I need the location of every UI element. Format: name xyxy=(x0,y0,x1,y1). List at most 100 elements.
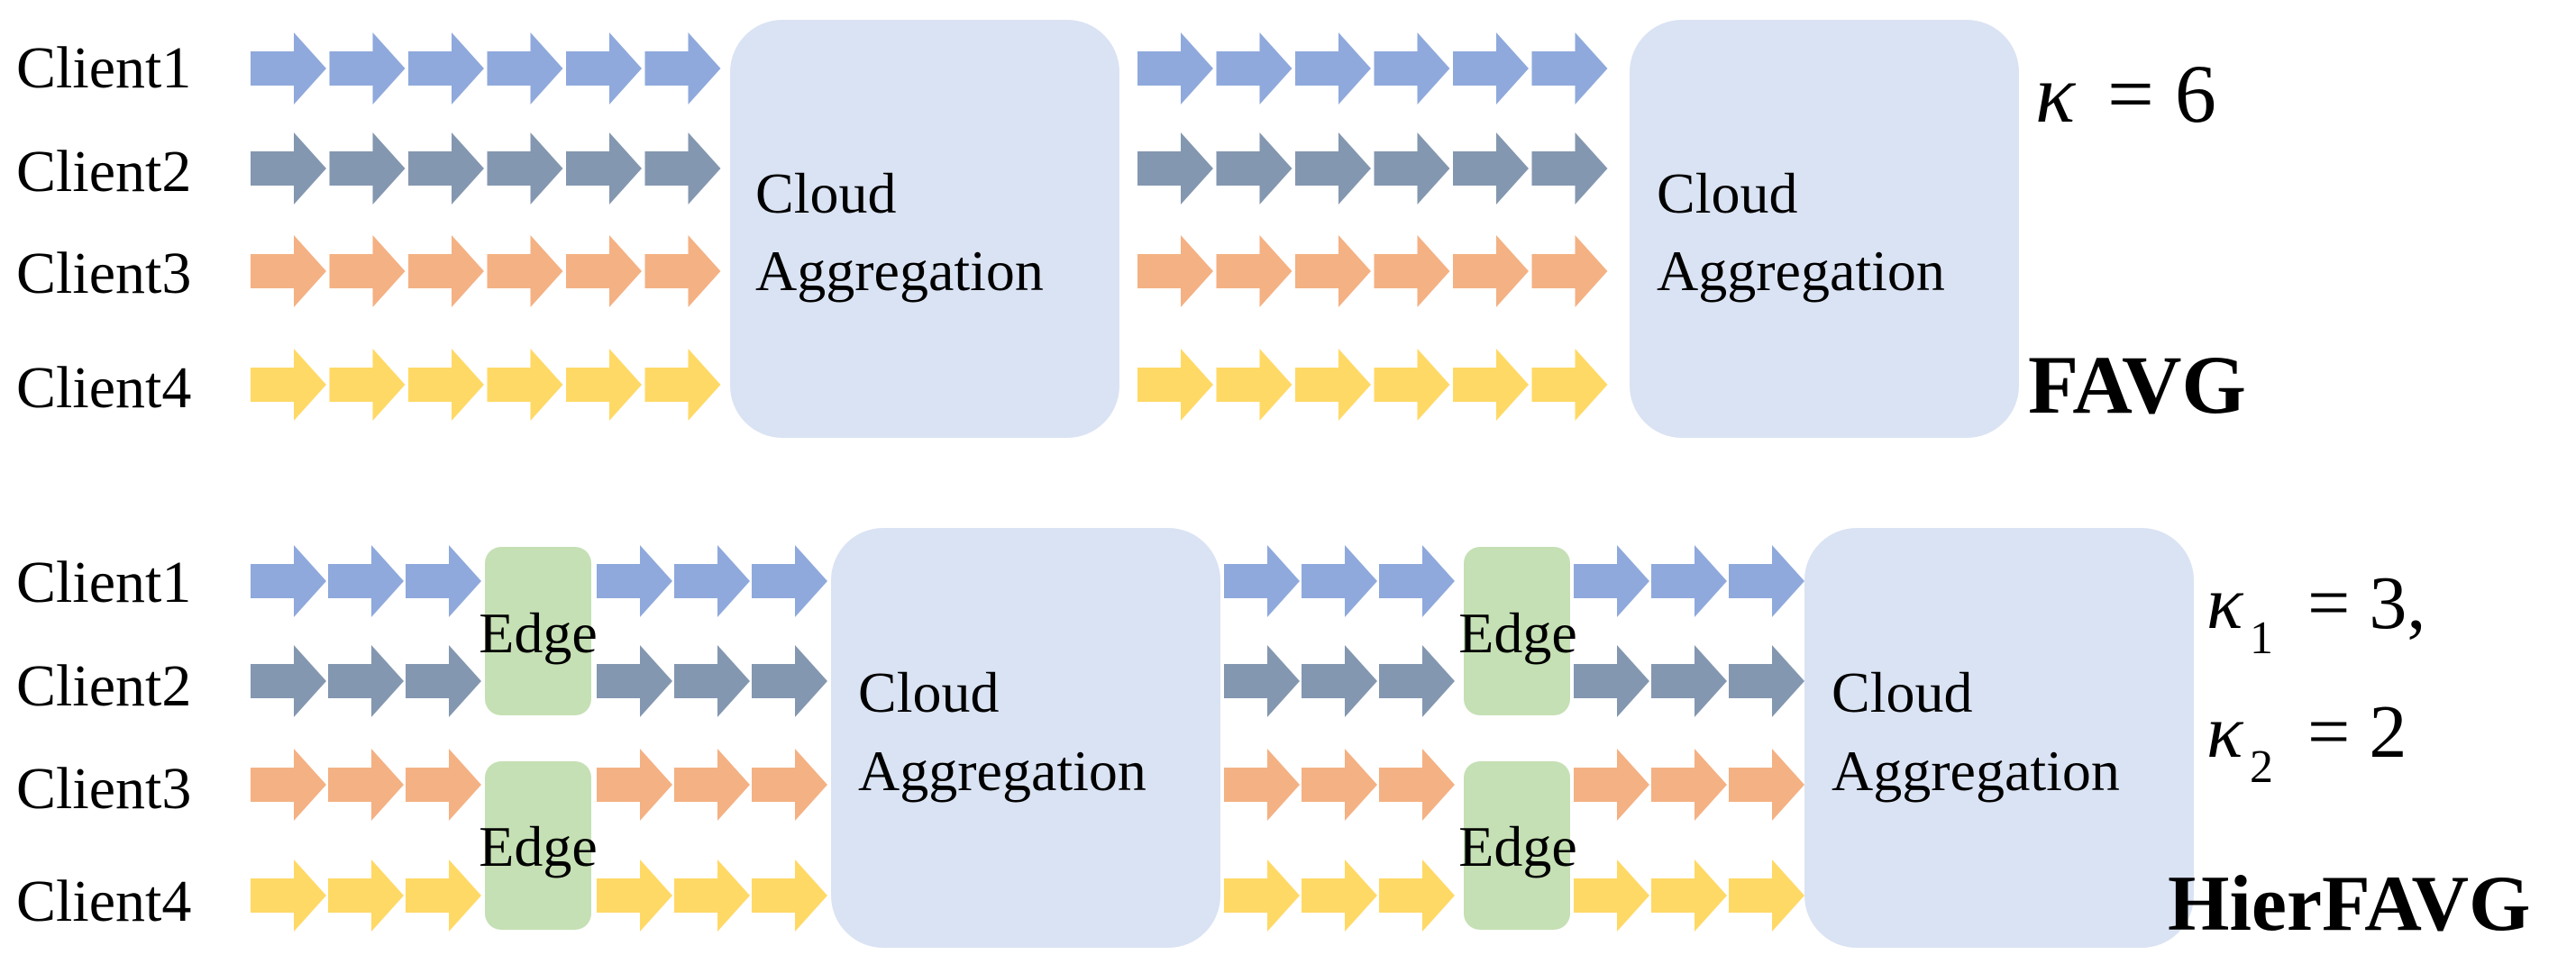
hierfavg-client4-arrow xyxy=(328,860,404,932)
hierfavg-client3-arrow xyxy=(1302,749,1377,821)
favg-cloud-box-2-line1: Cloud xyxy=(1657,161,1797,225)
favg-cloud-box-1-line1: Cloud xyxy=(755,161,896,225)
hierfavg-client2-arrow xyxy=(1729,645,1804,717)
hierfavg-edge-box-4 xyxy=(1464,761,1570,930)
hierfavg-client3-arrow xyxy=(1224,749,1300,821)
hierfavg-kappa1-value: = 3, xyxy=(2307,561,2425,645)
favg-client2-arrow xyxy=(487,132,563,205)
favg-client4-arrow xyxy=(1531,349,1608,421)
favg-client4-arrow xyxy=(644,349,721,421)
hierfavg-panel: Client1 Client2 Client3 Client4 Edge Edg… xyxy=(16,528,2530,948)
favg-client2-arrow xyxy=(251,132,326,205)
hierfavg-cloud-box-1-line1: Cloud xyxy=(858,660,999,724)
hierfavg-client4-arrow xyxy=(251,860,326,932)
hierfavg-client3-label: Client3 xyxy=(16,756,191,822)
hierfavg-client4-arrow xyxy=(752,860,827,932)
hierfavg-kappa2-symbol: κ xyxy=(2206,690,2244,774)
hierfavg-client3-arrow xyxy=(674,749,750,821)
hierfavg-client3-arrow xyxy=(251,749,326,821)
hierfavg-method-label: HierFAVG xyxy=(2168,860,2530,948)
favg-client1-arrow xyxy=(408,32,484,105)
favg-client4-arrow xyxy=(487,349,563,421)
hierfavg-client1-arrow xyxy=(1379,545,1455,617)
favg-client2-arrow xyxy=(408,132,484,205)
hierfavg-edge-box-3-label: Edge xyxy=(1458,601,1577,665)
hierfavg-kappa2-value: = 2 xyxy=(2307,690,2407,774)
favg-client2-arrow xyxy=(1295,132,1371,205)
favg-client3-arrow xyxy=(1216,235,1293,307)
hierfavg-client2-arrow xyxy=(597,645,672,717)
favg-client4-arrow xyxy=(408,349,484,421)
hierfavg-client4-arrow xyxy=(1729,860,1804,932)
hierfavg-client4-label: Client4 xyxy=(16,869,191,934)
hierfavg-client3-arrow xyxy=(752,749,827,821)
favg-client3-arrow xyxy=(644,235,721,307)
hierfavg-client4-arrow xyxy=(1302,860,1377,932)
favg-client4-arrow xyxy=(566,349,642,421)
favg-client2-arrow xyxy=(1531,132,1608,205)
hierfavg-client2-arrow xyxy=(752,645,827,717)
hierfavg-client2-arrow xyxy=(1651,645,1727,717)
favg-client3-arrow xyxy=(329,235,406,307)
favg-client3-arrow xyxy=(1374,235,1450,307)
hierfavg-kappa2-subscript: 2 xyxy=(2250,741,2273,793)
hierfavg-client2-arrow xyxy=(1574,645,1649,717)
hierfavg-client1-arrow xyxy=(597,545,672,617)
hierfavg-cloud-box-2-line1: Cloud xyxy=(1832,660,1972,724)
hierfavg-client3-arrow xyxy=(406,749,481,821)
favg-client1-arrow xyxy=(1531,32,1608,105)
favg-client1-arrow xyxy=(329,32,406,105)
favg-client1-arrow xyxy=(1374,32,1450,105)
hierfavg-client1-arrow xyxy=(1651,545,1727,617)
favg-client3-arrow xyxy=(1531,235,1608,307)
hierfavg-cloud-aggregation-box-2 xyxy=(1804,528,2194,948)
hierfavg-client2-label: Client2 xyxy=(16,653,191,719)
favg-client3-arrow xyxy=(487,235,563,307)
favg-client3-arrow xyxy=(408,235,484,307)
favg-client3-arrow xyxy=(1295,235,1371,307)
hierfavg-client4-arrow xyxy=(674,860,750,932)
hierfavg-kappa1-symbol: κ xyxy=(2206,561,2244,645)
favg-client4-arrow xyxy=(1216,349,1293,421)
favg-client1-arrow xyxy=(1453,32,1529,105)
hierfavg-client3-arrow xyxy=(1651,749,1727,821)
favg-client2-arrow xyxy=(329,132,406,205)
hierfavg-cloud-box-1-line2: Aggregation xyxy=(858,739,1146,803)
hierfavg-cloud-aggregation-box-1 xyxy=(831,528,1220,948)
hierfavg-edge-box-3 xyxy=(1464,547,1570,715)
hierfavg-edge-box-2-label: Edge xyxy=(479,814,598,878)
hierfavg-client2-arrow xyxy=(406,645,481,717)
favg-client3-arrow xyxy=(1453,235,1529,307)
favg-client1-label: Client1 xyxy=(16,35,191,101)
favg-client1-arrow xyxy=(251,32,326,105)
favg-cloud-box-2-line2: Aggregation xyxy=(1657,239,1945,303)
hierfavg-cloud-box-2-line2: Aggregation xyxy=(1832,739,2120,803)
hierfavg-client4-arrow xyxy=(1574,860,1649,932)
favg-client3-label: Client3 xyxy=(16,241,191,306)
favg-client1-arrow xyxy=(487,32,563,105)
favg-client1-arrow xyxy=(1216,32,1293,105)
favg-client4-arrow xyxy=(1453,349,1529,421)
favg-client4-label: Client4 xyxy=(16,355,191,421)
hierfavg-edge-box-2 xyxy=(485,761,591,930)
favg-client1-arrow xyxy=(644,32,721,105)
hierfavg-client2-arrow xyxy=(328,645,404,717)
favg-cloud-aggregation-box-2 xyxy=(1630,20,2019,438)
favg-panel: Client1 Client2 Client3 Client4 Cloud Ag… xyxy=(16,20,2246,438)
favg-client2-label: Client2 xyxy=(16,139,191,205)
hierfavg-client1-arrow xyxy=(251,545,326,617)
favg-client2-arrow xyxy=(1137,132,1213,205)
favg-arrows xyxy=(251,32,1608,421)
hierfavg-kappa1-subscript: 1 xyxy=(2250,613,2273,664)
hierfavg-client1-arrow xyxy=(752,545,827,617)
hierfavg-client1-arrow xyxy=(1574,545,1649,617)
hierfavg-client3-arrow xyxy=(328,749,404,821)
favg-client3-arrow xyxy=(251,235,326,307)
favg-kappa-value: = 6 xyxy=(2107,48,2216,140)
favg-client1-arrow xyxy=(1295,32,1371,105)
hierfavg-client4-arrow xyxy=(406,860,481,932)
favg-client3-arrow xyxy=(566,235,642,307)
favg-client4-arrow xyxy=(1137,349,1213,421)
hierfavg-client3-arrow xyxy=(1574,749,1649,821)
